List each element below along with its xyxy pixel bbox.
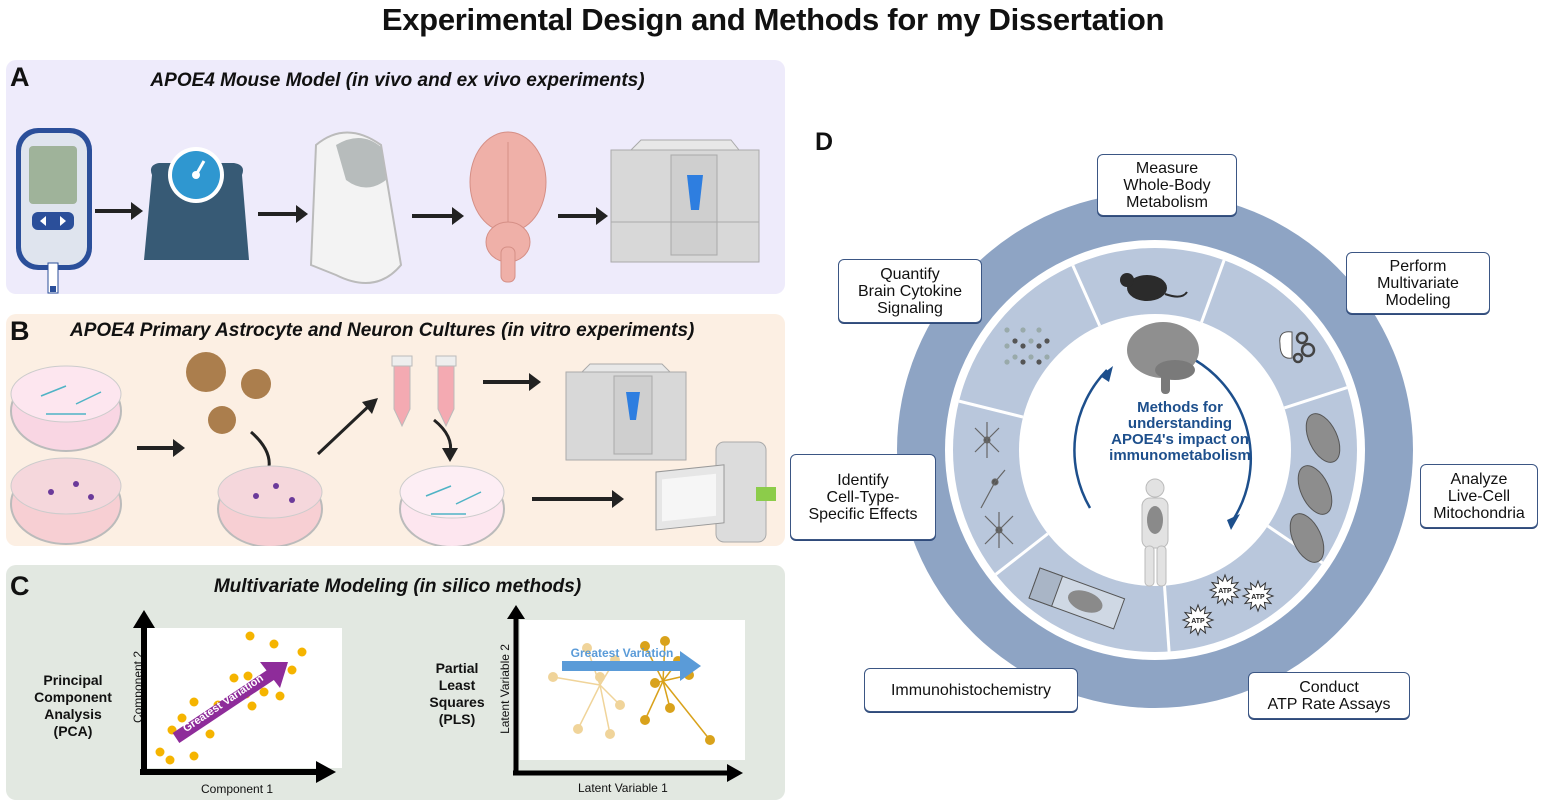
cycle-arrow-right: [1194, 358, 1252, 521]
supernatant-tubes-icon: [391, 355, 457, 428]
pca-point: [243, 671, 253, 681]
human-body-icon: [1141, 478, 1169, 587]
pca-point: [189, 751, 199, 761]
cycle-arrow-left: [1073, 369, 1108, 509]
panel-b-title: APOE4 Primary Astrocyte and Neuron Cultu…: [70, 320, 695, 341]
pca-plot: Greatest Variation: [133, 610, 342, 783]
pca-point: [189, 697, 199, 707]
pls-side-label: Partial Least Squares (PLS): [429, 660, 485, 727]
figure-title: Experimental Design and Methods for my D…: [381, 2, 1165, 37]
pca-point: [177, 713, 187, 723]
seahorse-analyzer-icon: [655, 441, 776, 543]
pls-point: [595, 672, 605, 682]
treated-neuron-dish-icon: [217, 465, 323, 546]
pls-point: [650, 678, 660, 688]
panel-b-label: B: [10, 316, 30, 346]
arrow-a3: [412, 207, 464, 225]
pls-point: [640, 641, 650, 651]
panel-a-title: APOE4 Mouse Model (in vivo and ex vivo e…: [150, 70, 645, 91]
pls-variation-arrow: [562, 661, 682, 671]
pls-point: [705, 735, 715, 745]
panel-b-illustrations: [10, 352, 776, 546]
neuron-dish-icon: [10, 457, 122, 545]
pls-point: [640, 715, 650, 725]
segment-divider: [1200, 259, 1226, 323]
astrocyte-dish-icon: [10, 365, 122, 452]
wheel-center-text: Methods for understanding APOE4's impact…: [1109, 399, 1251, 464]
pls-xlabel: Latent Variable 1: [578, 781, 668, 795]
conditioned-dish-icon: [399, 465, 505, 546]
segment-divider: [994, 532, 1049, 576]
pca-point: [287, 665, 297, 675]
cytokine-dots-icon: [1004, 327, 1050, 365]
atp-label: ATP: [1218, 588, 1232, 595]
pca-point: [165, 755, 175, 765]
panel-c-title: Multivariate Modeling (in silico methods…: [213, 576, 582, 597]
pca-point: [245, 631, 255, 641]
pls-point: [605, 729, 615, 739]
pca-point: [247, 701, 257, 711]
pls-plot: Greatest Variation: [507, 605, 745, 782]
segment-divider: [1162, 585, 1171, 652]
brain-gears-icon: [1279, 331, 1316, 364]
atp-label: ATP: [1191, 618, 1205, 625]
arrow-b2: [483, 373, 541, 391]
weighing-scale-icon: [144, 147, 249, 260]
pca-point: [155, 747, 165, 757]
arrow-a4: [558, 207, 608, 225]
pca-point: [275, 691, 285, 701]
pca-point: [297, 647, 307, 657]
pls-point: [573, 724, 583, 734]
pls-arrow-label: Greatest Variation: [571, 646, 674, 660]
metabolic-cage-icon: [309, 131, 403, 284]
method-box-ihc: Immunohistochemistry: [864, 668, 1078, 712]
pca-point: [269, 639, 279, 649]
atp-icon: ATP ATP ATP: [1181, 573, 1275, 637]
segment-divider: [958, 399, 1024, 419]
multiplex-analyzer-icon: [610, 139, 760, 263]
arrow-b1: [137, 439, 185, 457]
pca-point: [259, 687, 269, 697]
pca-side-label: Principal Component Analysis (PCA): [34, 672, 112, 739]
segment-divider: [1283, 386, 1348, 410]
pls-point: [548, 672, 558, 682]
mouse-brain-icon: [469, 131, 547, 283]
atp-label: ATP: [1251, 594, 1265, 601]
methods-wheel: ATP ATP ATP: [897, 192, 1413, 708]
brain-slide-icon: [1028, 567, 1126, 630]
panel-d-label: D: [815, 128, 834, 156]
arrow-a2: [258, 205, 308, 223]
pca-xlabel: Component 1: [201, 782, 274, 796]
segment-divider: [1071, 264, 1102, 327]
arrow-b3: [532, 490, 624, 508]
arrow-a1: [95, 202, 143, 220]
pca-y-axis-arrow: [133, 610, 155, 628]
glucometer-icon: [16, 128, 92, 294]
amyloid-fibrils-icon: [186, 352, 271, 434]
pls-point: [660, 636, 670, 646]
panel-a-label: A: [10, 62, 30, 92]
pls-point: [615, 700, 625, 710]
panel-c-label: C: [10, 571, 30, 601]
pls-point: [665, 703, 675, 713]
neuron-cells-icon: [974, 422, 1014, 548]
panel-a-illustrations: [16, 128, 760, 294]
mitochondria-icon: [1289, 413, 1341, 563]
center-brain-icon: [1127, 322, 1199, 394]
pca-point: [205, 729, 215, 739]
pca-point: [229, 673, 239, 683]
pls-y-axis-arrow: [507, 605, 525, 619]
pca-variation-arrow: [172, 669, 276, 743]
mouse-icon: [1120, 273, 1188, 301]
pls-point: [582, 643, 592, 653]
pca-x-axis-arrow: [316, 761, 336, 783]
multiplex-analyzer-icon-b: [565, 363, 687, 461]
pls-x-axis-arrow: [727, 764, 743, 782]
